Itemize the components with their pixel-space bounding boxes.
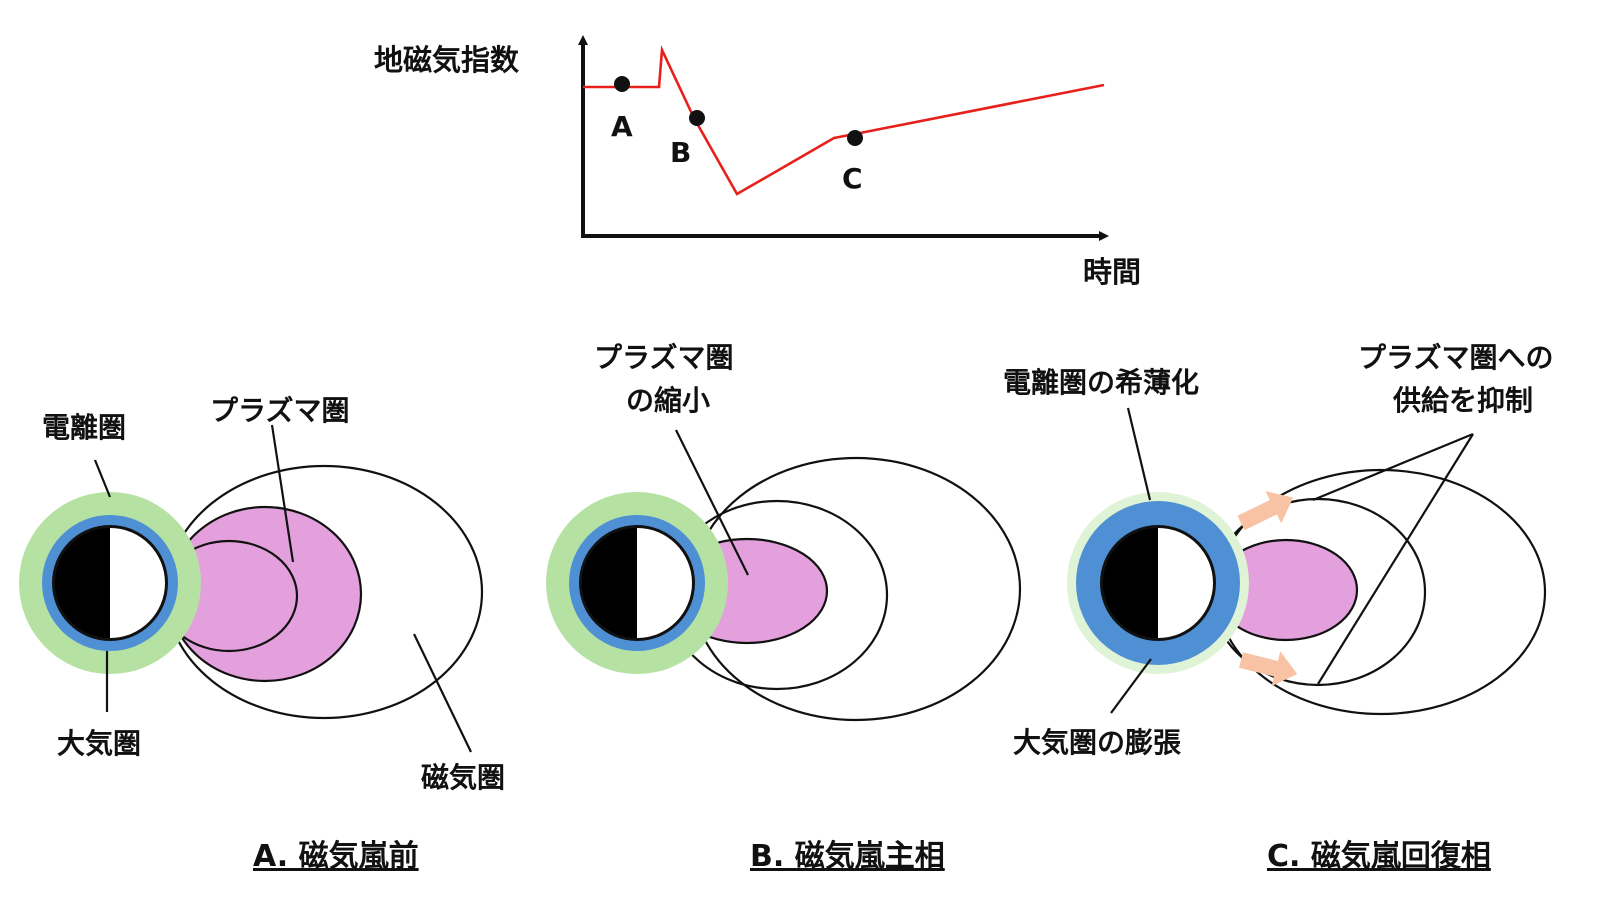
- marker-c-label: C: [842, 162, 863, 195]
- panel-c-recovery-phase: 電離圏の希薄化 プラズマ圏への 供給を抑制 大気圏の膨張 C. 磁気嵐回復相: [1003, 341, 1553, 874]
- atmosphere-expansion-label: 大気圏の膨張: [1013, 726, 1181, 759]
- ionosphere-leader: [93, 459, 112, 498]
- ionosphere-thinning-label: 電離圏の希薄化: [1003, 366, 1199, 399]
- plasmasphere-label: プラズマ圏: [210, 394, 349, 427]
- marker-b-point: [689, 110, 705, 126]
- panel-a-caption: A. 磁気嵐前: [253, 839, 419, 874]
- plasmasphere-leader: [270, 424, 295, 563]
- atmosphere-label: 大気圏: [57, 727, 141, 760]
- panel-a-before-storm: 電離圏 プラズマ圏 大気圏 磁気圏 A. 磁気嵐前: [19, 394, 505, 874]
- panel-b-main-phase: プラズマ圏 の縮小 B. 磁気嵐主相: [546, 341, 1022, 874]
- earth: [55, 528, 165, 638]
- plasmasphere-shrink-label-line1: プラズマ圏: [594, 341, 733, 374]
- ionosphere-label: 電離圏: [42, 411, 126, 444]
- panel-c-caption: C. 磁気嵐回復相: [1267, 839, 1491, 874]
- supply-arrow-lower: [1239, 651, 1298, 687]
- x-axis-label: 時間: [1083, 255, 1141, 289]
- magnetosphere-label: 磁気圏: [421, 761, 505, 794]
- supply-leader-lower: [1317, 433, 1474, 685]
- marker-a-point: [614, 76, 630, 92]
- ionosphere-leader: [1126, 407, 1152, 501]
- supply-leader-upper: [1312, 432, 1474, 502]
- marker-a-label: A: [611, 110, 633, 143]
- supply-arrow-upper: [1237, 491, 1294, 531]
- earth: [582, 528, 692, 638]
- magnetosphere-leader: [413, 633, 472, 753]
- supply-suppression-label-line2: 供給を抑制: [1392, 384, 1533, 417]
- panel-b-caption: B. 磁気嵐主相: [750, 839, 945, 874]
- marker-c-point: [847, 130, 863, 146]
- geomagnetic-index-graph: 地磁気指数 時間 A B C: [374, 35, 1141, 289]
- atmosphere-leader: [1110, 658, 1152, 714]
- marker-b-label: B: [670, 136, 691, 169]
- y-axis-label: 地磁気指数: [374, 43, 520, 77]
- supply-suppression-label-line1: プラズマ圏への: [1358, 341, 1553, 374]
- plasmasphere-leader: [675, 429, 749, 576]
- plasmasphere-shrink-label-line2: の縮小: [626, 384, 710, 417]
- earth: [1103, 528, 1213, 638]
